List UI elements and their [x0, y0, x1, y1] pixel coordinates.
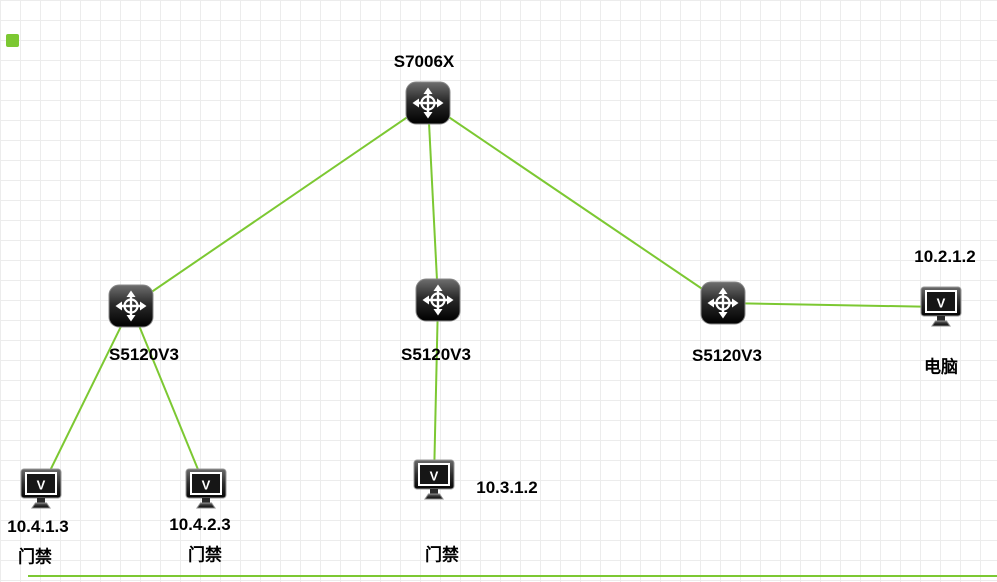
link-line[interactable] — [722, 302, 942, 308]
node-label-door-terminal-2: 门禁 — [188, 545, 222, 565]
monitor-icon: V — [413, 459, 455, 500]
monitor-icon: V — [20, 468, 62, 509]
node-core-switch[interactable] — [405, 81, 451, 125]
node-door-terminal-1[interactable]: V — [19, 468, 63, 510]
node-access-switch-middle[interactable] — [415, 278, 461, 322]
node-label-pc: 电脑 — [924, 357, 958, 377]
node-label-door-terminal-3: 10.3.1.2 — [476, 478, 538, 497]
link-line[interactable] — [427, 102, 439, 301]
node-pc[interactable]: V — [919, 286, 963, 328]
switch-icon — [405, 81, 451, 125]
svg-text:V: V — [430, 469, 439, 484]
switch-icon — [700, 281, 746, 325]
node-label-access-switch-left: S5120V3 — [109, 345, 179, 364]
node-label-door-terminal-1: 10.4.1.3 — [7, 517, 69, 536]
switch-icon — [108, 284, 154, 328]
svg-text:V: V — [37, 478, 46, 493]
link-line[interactable] — [130, 305, 207, 490]
node-access-switch-left[interactable] — [108, 284, 154, 328]
link-line[interactable] — [433, 299, 439, 481]
node-door-terminal-2[interactable]: V — [184, 468, 228, 510]
monitor-icon: V — [920, 286, 962, 327]
node-label-door-terminal-2: 10.4.2.3 — [169, 515, 231, 534]
link-line[interactable] — [40, 305, 132, 490]
node-label-door-terminal-3: 门禁 — [425, 545, 459, 565]
svg-text:V: V — [202, 478, 211, 493]
node-label-pc: 10.2.1.2 — [914, 247, 976, 266]
node-label-door-terminal-1: 门禁 — [18, 547, 52, 567]
green-baseline — [28, 575, 997, 577]
green-marker — [6, 34, 19, 47]
link-line[interactable] — [427, 102, 724, 304]
node-label-access-switch-middle: S5120V3 — [401, 345, 471, 364]
switch-icon — [415, 278, 461, 322]
node-access-switch-right[interactable] — [700, 281, 746, 325]
link-line[interactable] — [130, 102, 429, 307]
monitor-icon: V — [185, 468, 227, 509]
node-door-terminal-3[interactable]: V — [412, 459, 456, 501]
svg-text:V: V — [937, 296, 946, 311]
node-label-access-switch-right: S5120V3 — [692, 346, 762, 365]
node-label-core-switch: S7006X — [393, 52, 455, 71]
